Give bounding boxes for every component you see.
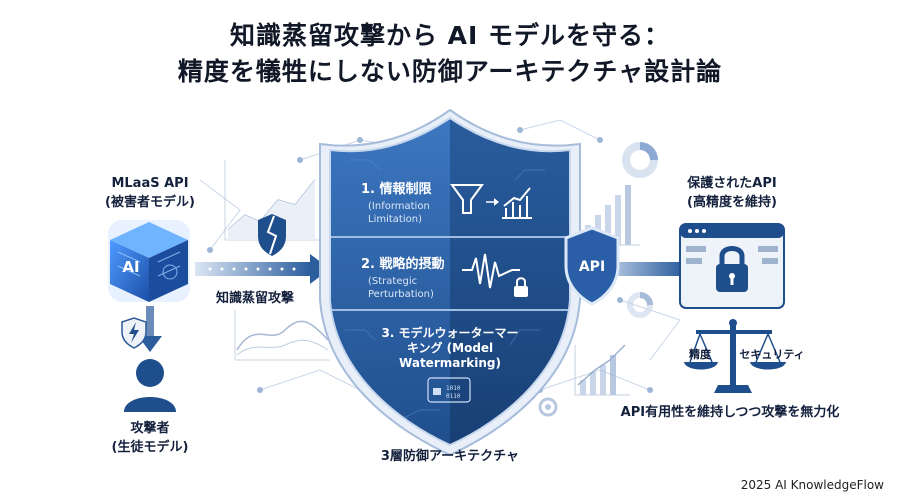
filter-arrow-icon bbox=[486, 198, 499, 206]
layer-2-subtitle: (Strategic Perturbation) bbox=[368, 275, 434, 301]
layer-2-title: 2. 戦略的摂動 bbox=[361, 257, 445, 272]
layer-3-title-line-3: Watermarking) bbox=[399, 356, 501, 370]
shield-inner-rim bbox=[329, 116, 571, 447]
attack-label: 知識蒸留攻撃 bbox=[215, 291, 294, 306]
api-badge-text: API bbox=[578, 259, 606, 275]
layer-1-subtitle-line-2: Limitation) bbox=[368, 214, 422, 225]
attacker-label-line-2: (生徒モデル) bbox=[111, 440, 189, 455]
scale-left-label: 精度 bbox=[689, 348, 711, 361]
layer-2-subtitle-line-2: Perturbation) bbox=[368, 289, 434, 300]
layer-1-subtitle: (Information Limitation) bbox=[368, 200, 430, 226]
background-donut-chart-2 bbox=[627, 292, 653, 318]
layer-1-title: 1. 情報制限 bbox=[361, 182, 432, 197]
gear-icon bbox=[538, 397, 558, 417]
protected-caption: API有用性を維持しつつ攻撃を無力化 bbox=[620, 405, 840, 420]
svg-text:0110: 0110 bbox=[446, 393, 461, 400]
victim-label: MLaaS API (被害者モデル) bbox=[90, 174, 210, 212]
background-chart-bottom-right bbox=[574, 344, 630, 396]
scale-right-label: セキュリティ bbox=[739, 348, 805, 361]
svg-text:1010: 1010 bbox=[446, 385, 461, 392]
shield-broken-icon bbox=[258, 214, 286, 256]
ai-chip-text: AI bbox=[122, 258, 140, 276]
balance-scale-icon bbox=[684, 319, 786, 393]
title-line-1: 知識蒸留攻撃から AI モデルを守る： bbox=[229, 21, 671, 50]
lightning-shield-icon bbox=[121, 317, 147, 349]
layer-2-subtitle-line-1: (Strategic bbox=[368, 276, 418, 287]
page-title: 知識蒸留攻撃から AI モデルを守る： 精度を犠牲にしない防御アーキテクチャ設計… bbox=[0, 18, 900, 90]
background-chart-wave bbox=[234, 310, 330, 361]
api-shield-icon bbox=[564, 226, 620, 306]
layer-3-title-line-1: 3. モデルウォーターマー bbox=[381, 326, 519, 340]
attacker-label: 攻撃者 (生徒モデル) bbox=[90, 419, 210, 457]
title-line-2: 精度を犠牲にしない防御アーキテクチャ設計論 bbox=[177, 57, 723, 86]
layer-3-title-line-2: キング (Model bbox=[406, 341, 494, 355]
victim-label-line-2: (被害者モデル) bbox=[105, 195, 195, 210]
shield-caption: 3層防御アーキテクチャ bbox=[380, 449, 520, 464]
background-donut-chart bbox=[622, 142, 658, 178]
browser-lock-icon bbox=[679, 223, 785, 309]
watermark-lock-icon: 1010 0110 bbox=[427, 377, 471, 403]
victim-label-line-1: MLaaS API bbox=[111, 176, 189, 191]
layer-1-subtitle-line-1: (Information bbox=[368, 201, 430, 212]
attacker-label-line-1: 攻撃者 bbox=[130, 421, 170, 436]
person-icon bbox=[124, 359, 176, 412]
footer-credit: 2025 AI KnowledgeFlow bbox=[740, 478, 884, 492]
bar-chart-icon bbox=[502, 187, 532, 219]
protected-api-label-line-1: 保護されたAPI bbox=[687, 176, 777, 191]
waveform-icon bbox=[462, 253, 520, 289]
protected-api-label-line-2: (高精度を維持) bbox=[687, 195, 777, 210]
protected-api-label: 保護されたAPI (高精度を維持) bbox=[670, 174, 794, 212]
funnel-icon bbox=[450, 184, 484, 214]
padlock-icon bbox=[514, 277, 528, 297]
ai-cube-icon bbox=[108, 220, 190, 302]
attack-arrow bbox=[195, 254, 330, 284]
layer-3-title: 3. モデルウォーターマー キング (Model Watermarking) bbox=[350, 326, 550, 371]
